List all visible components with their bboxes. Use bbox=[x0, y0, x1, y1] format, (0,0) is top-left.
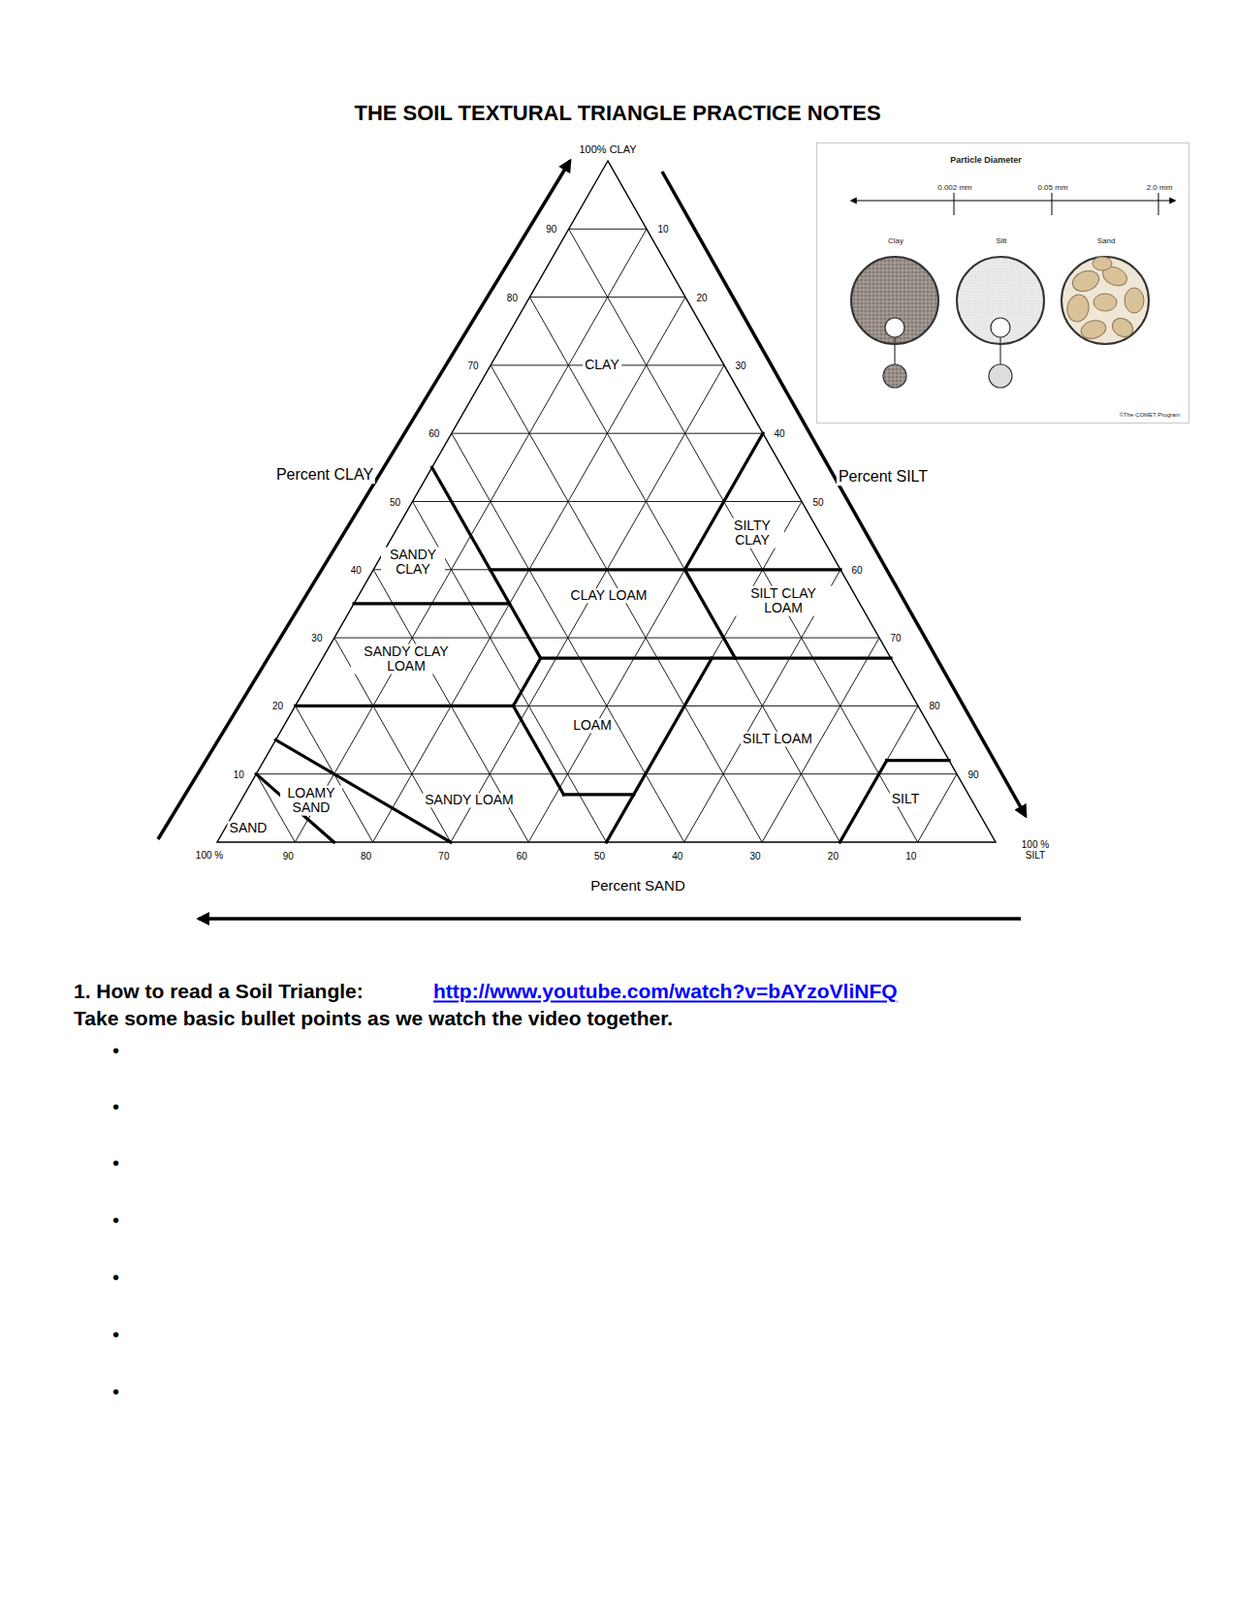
size-label: 0.002 mm bbox=[937, 184, 973, 193]
grid-line bbox=[451, 433, 685, 843]
texture-class: SILT bbox=[889, 792, 922, 807]
clay-tick: 20 bbox=[272, 700, 284, 712]
texture-class: SANDY LOAM bbox=[422, 792, 516, 808]
class-boundary bbox=[353, 602, 510, 605]
size-label: 0.05 mm bbox=[1037, 184, 1068, 193]
clay-tick: 50 bbox=[389, 496, 401, 508]
clay-tick: 80 bbox=[507, 291, 518, 303]
texture-class: CLAY LOAM bbox=[569, 588, 650, 603]
question-text: 1. How to read a Soil Triangle: bbox=[73, 980, 364, 1003]
grid-line bbox=[451, 433, 763, 435]
instruction-text: Take some basic bullet points as we watc… bbox=[73, 1007, 673, 1030]
texture-class: SILTY CLAY bbox=[720, 518, 785, 549]
silt-tick: 80 bbox=[928, 700, 940, 712]
class-boundary bbox=[512, 658, 540, 706]
axis-title: Percent CLAY bbox=[274, 466, 376, 484]
particle-name: Silt bbox=[995, 237, 1007, 247]
texture-class: CLAY bbox=[582, 357, 622, 373]
silt-tick: 90 bbox=[967, 768, 979, 780]
sand-tick: 10 bbox=[905, 851, 917, 862]
clay-tick: 30 bbox=[311, 633, 322, 644]
texture-class: SAND bbox=[227, 821, 270, 836]
page-title: THE SOIL TEXTURAL TRIANGLE PRACTICE NOTE… bbox=[353, 101, 881, 126]
grid-line bbox=[490, 365, 762, 843]
silt-tick: 20 bbox=[696, 291, 707, 303]
grid-line bbox=[255, 773, 957, 775]
video-link: http://www.youtube.com/watch?v=bAYzoVliN… bbox=[433, 980, 898, 1003]
class-boundary bbox=[295, 704, 514, 708]
grid-line bbox=[528, 433, 763, 843]
texture-class: SANDY CLAY LOAM bbox=[350, 644, 462, 675]
class-boundary bbox=[490, 568, 841, 571]
sand-tick: 60 bbox=[516, 851, 528, 862]
triangle-outline bbox=[217, 160, 996, 843]
clay-tick: 40 bbox=[350, 564, 362, 575]
grid-line bbox=[918, 774, 957, 843]
grid-line bbox=[606, 502, 803, 844]
silt-tick: 60 bbox=[851, 564, 862, 575]
particle-name: Clay bbox=[887, 237, 904, 247]
bullet: • bbox=[112, 1040, 120, 1062]
grid-line bbox=[529, 296, 686, 298]
clay-tick: 10 bbox=[233, 768, 245, 780]
class-boundary bbox=[839, 760, 887, 843]
axis-title: Percent SILT bbox=[836, 468, 930, 486]
texture-class: SANDY CLAY bbox=[380, 547, 445, 578]
clay-tick: 60 bbox=[428, 428, 440, 440]
bullet: • bbox=[112, 1096, 120, 1118]
class-boundary bbox=[684, 570, 735, 659]
texture-class: SILT LOAM bbox=[740, 731, 815, 747]
bullet: • bbox=[112, 1152, 120, 1174]
sand-tick: 40 bbox=[671, 851, 683, 862]
bullet: • bbox=[112, 1267, 120, 1289]
sand-tick: 50 bbox=[594, 851, 605, 862]
apex-label: 100% CLAY bbox=[578, 143, 636, 156]
silt-tick: 50 bbox=[812, 496, 824, 508]
grid-line bbox=[684, 570, 841, 843]
class-boundary bbox=[887, 759, 950, 762]
texture-class: LOAMY SAND bbox=[280, 786, 343, 817]
sand-tick: 20 bbox=[827, 851, 839, 862]
sand-tick: 70 bbox=[438, 851, 449, 862]
grid-line bbox=[412, 501, 803, 503]
class-boundary bbox=[432, 467, 541, 659]
corner-label: 100 % SILT bbox=[1018, 839, 1052, 861]
inset-panel: Particle Diameter 0.002 mm 0.05 mm 2.0 mm Cl… bbox=[816, 142, 1190, 424]
class-boundary bbox=[606, 658, 713, 843]
clay-tick: 70 bbox=[468, 359, 479, 371]
corner-label: 100 % bbox=[195, 850, 223, 861]
texture-class: SILT CLAY LOAM bbox=[734, 586, 832, 617]
particle-name: Sand bbox=[1097, 237, 1116, 247]
sand-tick: 90 bbox=[283, 851, 294, 862]
grid-line bbox=[569, 228, 647, 230]
credit: ©The COMET Program bbox=[1119, 412, 1181, 419]
sand-tick: 80 bbox=[360, 851, 372, 862]
silt-tick: 70 bbox=[889, 633, 901, 644]
class-boundary bbox=[512, 705, 564, 794]
class-boundary bbox=[275, 740, 450, 843]
clay-tick: 90 bbox=[545, 223, 557, 235]
bullet: • bbox=[112, 1209, 120, 1232]
silt-tick: 10 bbox=[657, 223, 668, 235]
bullet: • bbox=[112, 1324, 120, 1346]
grid-line bbox=[334, 637, 880, 639]
size-label: 2.0 mm bbox=[1146, 184, 1173, 193]
grid-line bbox=[839, 705, 919, 843]
texture-class: LOAM bbox=[570, 718, 614, 733]
silt-tick: 40 bbox=[773, 428, 785, 440]
silt-tick: 30 bbox=[734, 359, 746, 371]
sand-tick: 30 bbox=[750, 851, 761, 862]
class-boundary bbox=[684, 433, 763, 571]
inset-heading: Particle Diameter bbox=[950, 156, 1022, 166]
class-boundary bbox=[563, 792, 634, 796]
class-boundary bbox=[540, 657, 891, 661]
bullet: • bbox=[112, 1381, 120, 1403]
axis-title: Percent SAND bbox=[590, 878, 686, 895]
